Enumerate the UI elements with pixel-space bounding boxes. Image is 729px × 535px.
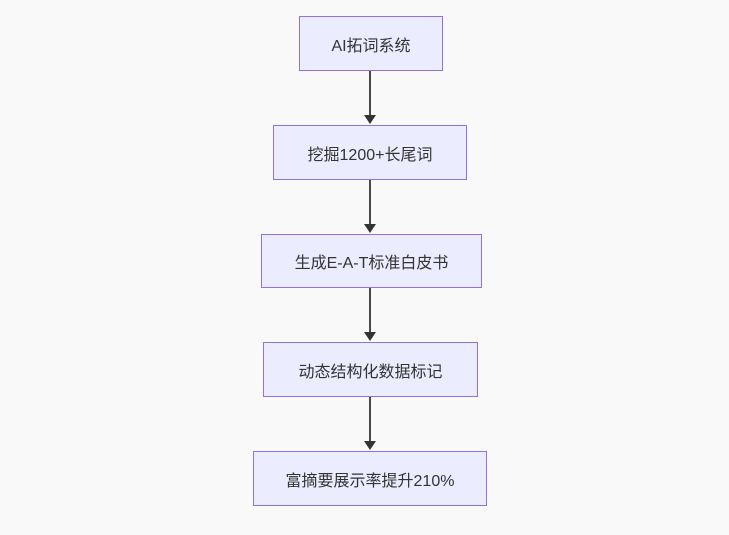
flow-node-eat-whitepaper: 生成E-A-T标准白皮书 [261,234,482,288]
flow-edge-line-1 [369,71,371,116]
flow-node-structured-data-markup: 动态结构化数据标记 [263,342,478,397]
flow-node-rich-snippet-result: 富摘要展示率提升210% [253,451,487,506]
flow-node-label: 动态结构化数据标记 [298,363,443,381]
flow-node-label: 生成E-A-T标准白皮书 [294,255,449,272]
arrow-down-icon [364,224,376,233]
arrow-down-icon [364,115,376,124]
flow-edge-line-4 [369,397,371,442]
flow-node-label: 富摘要展示率提升210% [285,472,455,490]
flow-node-ai-expansion-system: AI拓词系统 [299,16,443,71]
flow-node-longtail-mining: 挖掘1200+长尾词 [273,125,467,180]
flow-edge-line-3 [369,288,371,333]
arrow-down-icon [364,441,376,450]
flow-edge-line-2 [369,180,371,225]
flow-node-label: 挖掘1200+长尾词 [307,146,433,164]
flow-node-label: AI拓词系统 [331,37,411,55]
arrow-down-icon [364,332,376,341]
